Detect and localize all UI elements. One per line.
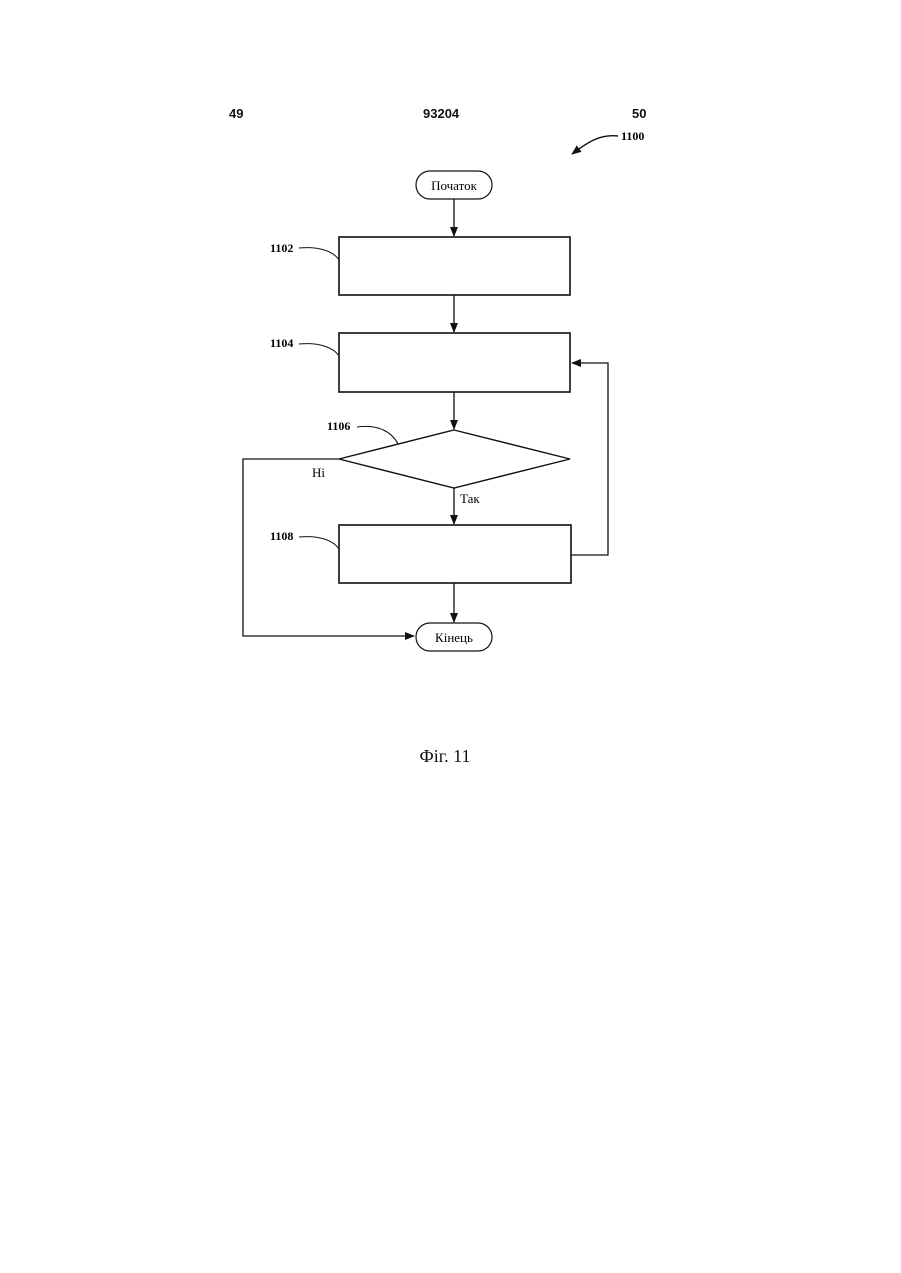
process-step-1104: 1104 xyxy=(270,333,570,392)
figure-ref-label: 1100 xyxy=(621,129,644,143)
start-terminal: Початок xyxy=(416,171,492,199)
step-ref-1104: 1104 xyxy=(270,336,293,350)
process-box-1102 xyxy=(339,237,570,295)
figure-reference: 1100 xyxy=(572,129,644,154)
decision-ref: 1106 xyxy=(327,419,350,433)
start-label: Початок xyxy=(431,178,478,193)
step-ref-1108: 1108 xyxy=(270,529,293,543)
figure-ref-arrow xyxy=(572,136,618,154)
leader-line-1106 xyxy=(357,426,398,444)
leader-line-1104 xyxy=(299,344,339,356)
process-step-1108: 1108 xyxy=(270,525,571,583)
leader-line-1102 xyxy=(299,248,339,260)
process-box-1104 xyxy=(339,333,570,392)
process-box-1108 xyxy=(339,525,571,583)
process-step-1102: 1102 xyxy=(270,237,570,295)
step-ref-1102: 1102 xyxy=(270,241,293,255)
leader-line-1108 xyxy=(299,537,339,549)
arrow-loop-1108-to-1104 xyxy=(571,363,608,555)
decision-no-label: Ні xyxy=(312,465,325,480)
figure-caption: Фіг. 11 xyxy=(0,746,890,767)
decision-yes-label: Так xyxy=(460,491,480,506)
decision-1106: 1106 Ні Так xyxy=(312,419,570,506)
end-label: Кінець xyxy=(435,630,473,645)
end-terminal: Кінець xyxy=(416,623,492,651)
decision-diamond xyxy=(339,430,570,488)
flowchart: 1100 Початок 1102 1104 1106 Ні Так xyxy=(0,0,901,700)
